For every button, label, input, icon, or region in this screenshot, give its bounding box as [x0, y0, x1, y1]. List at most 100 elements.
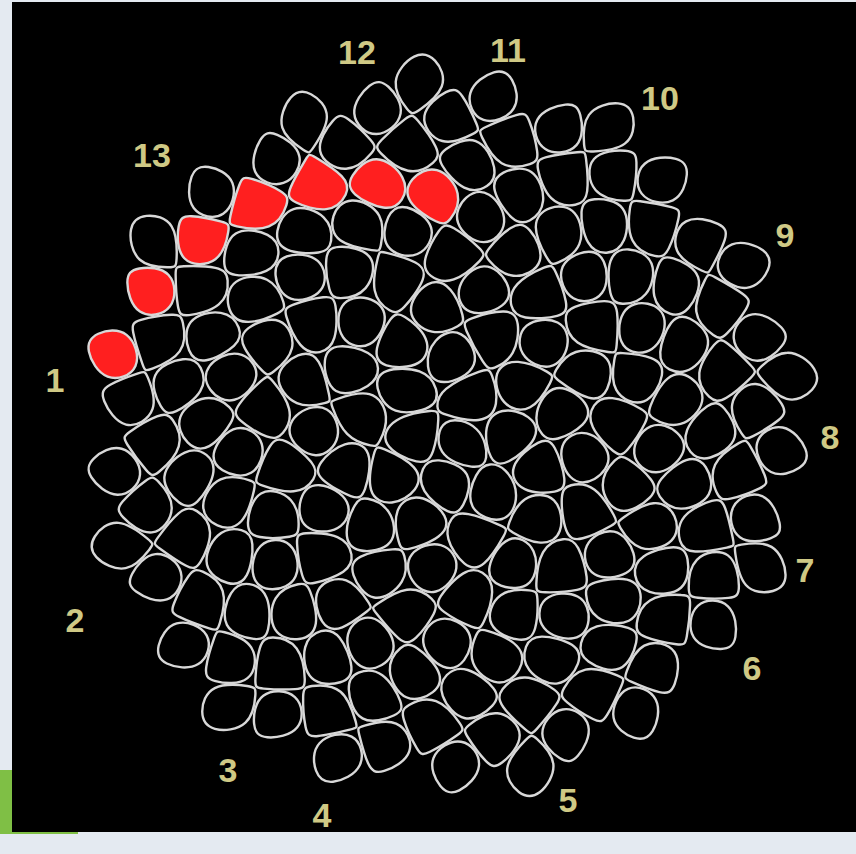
cell	[271, 584, 316, 639]
cell	[618, 503, 677, 549]
cell	[619, 303, 664, 352]
cell	[508, 495, 561, 543]
cell	[358, 722, 410, 772]
cell	[757, 353, 817, 400]
spiral-number: 8	[821, 420, 840, 454]
cell	[439, 420, 487, 467]
cell	[207, 529, 253, 584]
cell	[225, 584, 270, 639]
cell	[757, 427, 807, 474]
cell	[189, 167, 234, 217]
cell	[349, 671, 402, 721]
spiral-number: 2	[66, 603, 85, 637]
highlighted-cell	[88, 331, 137, 378]
cell	[584, 103, 634, 151]
cell	[536, 207, 582, 264]
cell	[202, 685, 255, 730]
black-panel	[12, 2, 856, 832]
cell	[581, 199, 627, 253]
cell	[428, 332, 475, 382]
cell	[103, 372, 154, 425]
cell	[228, 277, 284, 322]
cell	[554, 351, 611, 399]
cell	[254, 691, 302, 737]
spiral-number: 7	[796, 553, 815, 587]
cell	[255, 638, 304, 690]
cell	[735, 543, 786, 592]
cell	[396, 498, 446, 550]
cell	[490, 590, 538, 640]
cell	[206, 354, 257, 401]
spiral-number: 11	[490, 33, 526, 67]
spiral-number: 9	[776, 218, 795, 252]
cell	[314, 734, 362, 782]
cell	[206, 631, 255, 683]
cell	[203, 477, 255, 527]
cell	[635, 547, 688, 593]
cell	[539, 593, 588, 638]
cell	[470, 464, 516, 519]
cell	[248, 491, 299, 538]
cell	[347, 618, 393, 669]
cell	[520, 320, 568, 367]
cell	[638, 158, 687, 203]
highlighted-cell	[127, 268, 174, 315]
cell	[507, 736, 553, 796]
cell	[186, 312, 240, 360]
cell	[332, 201, 382, 251]
cell	[281, 92, 326, 153]
cell-grid	[88, 55, 817, 797]
highlighted-cell	[178, 216, 229, 264]
cell	[325, 346, 378, 393]
cell	[88, 448, 140, 495]
cell	[299, 485, 348, 531]
spiral-number: 13	[133, 138, 171, 172]
cell	[731, 495, 780, 542]
cell	[338, 298, 384, 347]
cell	[538, 152, 588, 205]
cell	[470, 71, 517, 121]
cell	[304, 630, 351, 683]
cell	[370, 447, 419, 502]
cell	[154, 359, 204, 413]
cell	[613, 687, 658, 738]
cell	[513, 441, 564, 493]
cell	[524, 637, 579, 684]
cell	[691, 601, 737, 649]
spiral-number: 10	[641, 81, 679, 115]
cell	[390, 645, 440, 699]
cell	[580, 625, 636, 670]
cell	[494, 169, 543, 223]
cell	[276, 255, 325, 300]
cell	[297, 533, 352, 583]
cell	[347, 498, 394, 551]
cell	[432, 741, 479, 792]
cell	[354, 82, 401, 134]
cell	[535, 104, 582, 152]
cell	[589, 150, 636, 200]
cell	[256, 440, 315, 492]
cell	[131, 216, 177, 268]
cell	[679, 500, 734, 551]
cell	[637, 595, 690, 645]
cell	[561, 252, 607, 301]
cell	[657, 459, 711, 509]
spiral-number: 4	[313, 798, 332, 832]
cell	[377, 369, 437, 413]
cell	[133, 315, 185, 371]
cell	[374, 252, 424, 312]
cell	[465, 312, 518, 369]
spiral-number: 6	[743, 651, 762, 685]
cell	[253, 540, 298, 589]
highlighted-cell	[230, 178, 288, 229]
cell	[625, 643, 678, 693]
cell	[303, 686, 356, 737]
cell	[92, 523, 153, 569]
cell	[489, 538, 536, 588]
cell	[331, 393, 386, 446]
cell	[224, 230, 278, 275]
spiral-number: 1	[46, 363, 65, 397]
